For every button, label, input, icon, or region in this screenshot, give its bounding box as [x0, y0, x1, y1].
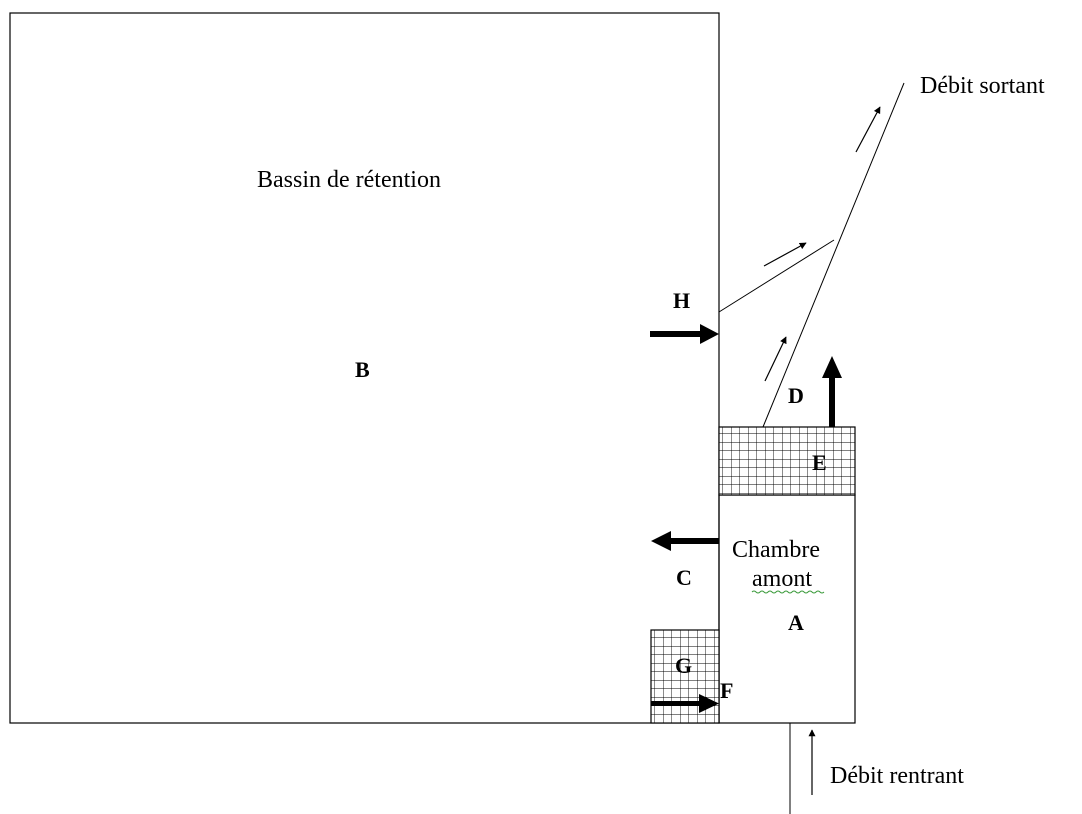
upstream-chamber	[718, 494, 856, 724]
bold-arrow-c	[651, 531, 719, 551]
chamber-title-line2: amont	[752, 566, 812, 592]
label-e: E	[812, 450, 827, 475]
label-g: G	[675, 653, 692, 678]
bold-arrow-h	[650, 324, 719, 344]
flow-arrow-upper	[855, 106, 881, 153]
bold-arrow-d	[822, 356, 842, 427]
grid-block-e	[718, 426, 856, 496]
overflow-branch-line	[718, 239, 835, 313]
outflow-main-line	[762, 82, 905, 428]
flow-arrow-lower	[764, 336, 787, 382]
flow-arrow-branch	[763, 242, 807, 267]
basin-title: Bassin de rétention	[257, 167, 441, 193]
chamber-letter: A	[788, 610, 804, 635]
chamber-title-line1: Chambre	[732, 537, 820, 563]
label-f: F	[720, 678, 733, 703]
inflow-label: Débit rentrant	[830, 763, 964, 789]
spellcheck-squiggle	[751, 590, 825, 594]
label-d: D	[788, 383, 804, 408]
basin-letter: B	[355, 357, 370, 382]
outflow-label: Débit sortant	[920, 73, 1045, 99]
label-h: H	[673, 288, 690, 313]
bold-arrow-f	[651, 694, 719, 713]
label-c: C	[676, 565, 692, 590]
retention-basin	[9, 12, 720, 724]
